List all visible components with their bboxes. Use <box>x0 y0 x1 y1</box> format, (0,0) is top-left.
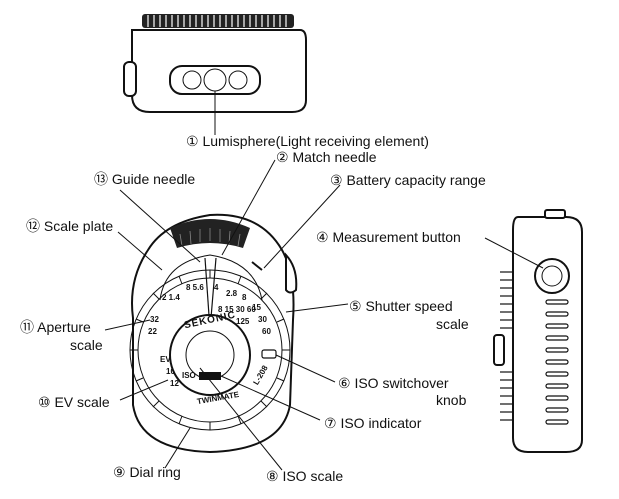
leader-match-needle <box>221 159 276 256</box>
leader-iso-scale <box>199 367 283 471</box>
svg-text:32: 32 <box>150 315 159 324</box>
leader-aperture <box>104 319 151 331</box>
label-iso-switch-line1: ⑥ ISO switchover <box>338 375 449 391</box>
svg-text:2.8: 2.8 <box>226 289 238 298</box>
side-grooves <box>545 299 569 425</box>
leader-iso-switch <box>275 354 336 383</box>
label-guide-needle: ⑬ Guide needle <box>94 171 195 187</box>
aperture-scale-numbers: 2 1.4 8 5.6 4 2.8 32 22 <box>148 283 238 336</box>
label-scale-plate: ⑫ Scale plate <box>26 218 113 234</box>
label-iso-switch-line2: knob <box>436 392 467 408</box>
svg-text:125: 125 <box>236 317 250 326</box>
svg-text:2 1.4: 2 1.4 <box>162 293 180 302</box>
svg-text:8: 8 <box>242 293 247 302</box>
shutter-speed-scale-numbers: 8 15 30 60 8 15 30 60 125 <box>218 293 271 336</box>
label-match-needle: ② Match needle <box>276 149 377 165</box>
top-view-side-knob <box>123 61 137 97</box>
scale-plate <box>159 254 263 301</box>
iso-indicator-window <box>199 372 221 380</box>
leader-measurement <box>484 237 544 269</box>
leader-scale-plate <box>117 231 163 271</box>
svg-text:4: 4 <box>214 283 219 292</box>
label-battery-range: ③ Battery capacity range <box>330 172 486 188</box>
leader-battery <box>263 184 341 269</box>
label-shutter-speed-line1: ⑤ Shutter speed <box>349 298 453 314</box>
label-iso-scale: ⑧ ISO scale <box>266 468 343 484</box>
side-top-clip <box>544 209 566 219</box>
leader-dial-ring <box>164 427 191 469</box>
label-aperture-line2: scale <box>70 337 103 353</box>
svg-text:10: 10 <box>166 367 175 376</box>
leader-iso-indicator <box>220 375 321 421</box>
svg-text:8 5.6: 8 5.6 <box>186 283 204 292</box>
measurement-button[interactable] <box>534 258 570 294</box>
side-view-body <box>512 216 583 453</box>
label-aperture-line1: ⑪ Aperture <box>20 319 91 335</box>
iso-mark: ISO <box>182 371 196 380</box>
svg-text:30: 30 <box>258 315 267 324</box>
side-view-device <box>493 209 583 453</box>
leader-shutter <box>285 303 349 313</box>
svg-text:8 15 30 60: 8 15 30 60 <box>218 305 256 314</box>
label-dial-ring: ⑨ Dial ring <box>113 464 181 480</box>
top-view-device <box>123 14 307 113</box>
measurement-button-inner <box>541 265 563 287</box>
label-ev-scale: ⑩ EV scale <box>38 394 110 410</box>
svg-text:12: 12 <box>170 379 179 388</box>
svg-text:EV: EV <box>160 355 171 364</box>
side-bump <box>285 252 298 294</box>
label-iso-indicator: ⑦ ISO indicator <box>324 415 422 431</box>
leader-ev <box>119 379 169 401</box>
iso-switch-knob[interactable] <box>261 349 277 359</box>
side-small-knob <box>493 334 505 366</box>
battery-range-mark <box>251 261 263 271</box>
ev-scale-numbers: EV 10 12 <box>160 355 179 388</box>
svg-text:22: 22 <box>148 327 157 336</box>
label-lumisphere: ① Lumisphere(Light receiving element) <box>186 133 429 149</box>
leader-lines <box>104 91 544 471</box>
front-view-device: 2 1.4 8 5.6 4 2.8 32 22 8 15 30 60 8 15 … <box>129 213 298 454</box>
top-knurl-band <box>142 14 294 28</box>
label-shutter-speed-line2: scale <box>436 316 469 332</box>
label-measurement-button: ④ Measurement button <box>316 229 461 245</box>
leader-guide-needle <box>119 189 201 263</box>
svg-text:15: 15 <box>252 303 261 312</box>
side-knurl <box>500 271 514 421</box>
inner-dial <box>169 314 251 396</box>
svg-text:60: 60 <box>262 327 271 336</box>
